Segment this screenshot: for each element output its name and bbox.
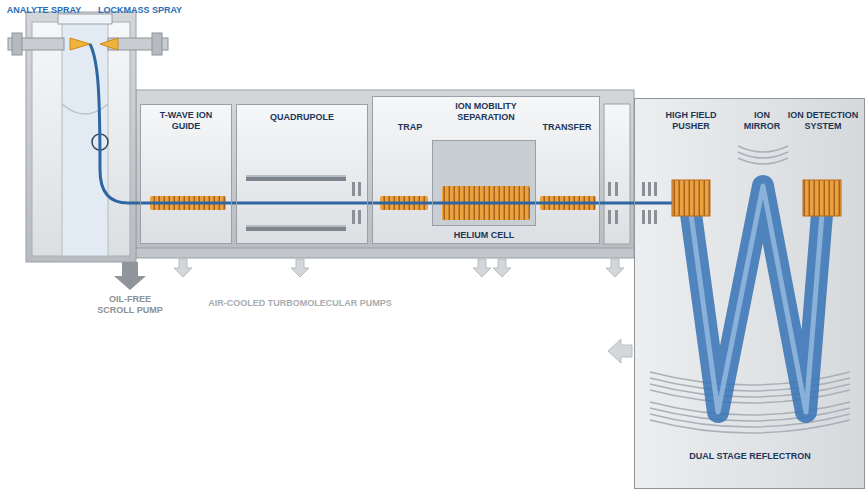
lens-plates <box>654 182 657 196</box>
inlet-label: ANALYTE SPRAY <box>1 5 87 16</box>
helium-cell-body <box>432 140 536 226</box>
pump-arrow <box>493 259 511 277</box>
vacuum-chamber <box>634 98 865 489</box>
spray-inlet <box>152 33 162 55</box>
ion-beam <box>90 44 672 203</box>
reflectron-grids <box>650 378 850 391</box>
quadrupole-rods <box>246 175 346 181</box>
lens-plates <box>648 182 651 196</box>
spray-inlet <box>100 38 118 50</box>
flight-path <box>691 186 822 412</box>
pump-label: OIL-FREE SCROLL PUMP <box>94 294 166 316</box>
pusher-detector-block <box>672 180 841 216</box>
reflectron-grids <box>650 414 850 427</box>
vacuum-chamber: T-WAVE ION GUIDE <box>140 104 232 244</box>
quadrupole-rods <box>246 175 346 177</box>
inlet-label: LOCKMASS SPRAY <box>92 5 188 16</box>
lens-plates <box>608 210 611 224</box>
vacuum-chamber: QUADRUPOLE <box>236 104 368 244</box>
ion-source <box>58 14 112 24</box>
lens-plates <box>642 210 645 224</box>
part-label: ION DETECTION SYSTEM <box>784 110 862 132</box>
part-label: ION MIRROR <box>739 110 785 132</box>
reflectron-grids <box>650 420 850 433</box>
spray-inlet <box>8 33 168 55</box>
spray-inlet <box>12 33 22 55</box>
pump-arrow <box>114 259 632 363</box>
pusher-detector-block <box>803 180 841 216</box>
lens-plates <box>648 210 651 224</box>
lens-plates <box>608 182 611 196</box>
pump-arrow <box>174 259 192 277</box>
ion-source <box>62 104 108 114</box>
pump-arrow <box>608 339 632 363</box>
pusher-detector-block <box>672 180 710 216</box>
part-label: QUADRUPOLE <box>247 112 357 123</box>
ion-beam <box>90 44 672 203</box>
quadrupole-rods <box>246 225 346 231</box>
vacuum-chamber: HELIUM CELL TRAP ION MOBILITY SEPARATION TR… <box>372 96 600 244</box>
vacuum-housing <box>136 90 634 258</box>
flight-path <box>691 186 822 412</box>
pump-arrow <box>606 259 624 277</box>
ion-mirror-grids <box>738 152 788 158</box>
pump-label: AIR-COOLED TURBOMOLECULAR PUMPS <box>200 298 400 309</box>
lens-plates <box>358 210 361 224</box>
spray-inlet <box>70 38 90 50</box>
reflectron-grids <box>650 390 850 403</box>
lens-plates <box>352 210 355 224</box>
quadrupole-rods <box>246 225 346 227</box>
ion-source <box>32 22 130 256</box>
vacuum-chamber <box>604 104 630 244</box>
part-label: HELIUM CELL <box>434 230 534 241</box>
part-label: TRANSFER <box>537 122 597 133</box>
ion-mirror-grids <box>738 158 788 164</box>
lens-plates <box>642 182 645 196</box>
reflectron-grids <box>650 402 850 415</box>
helium-cell-body <box>432 140 536 226</box>
reflectron-grids <box>650 384 850 397</box>
part-label: TRAP <box>385 122 435 133</box>
part-label: DUAL STAGE REFLECTRON <box>650 451 850 462</box>
part-label: T-WAVE ION GUIDE <box>158 110 214 132</box>
ion-mirror-grids <box>738 146 788 152</box>
part-label: HIGH FIELD PUSHER <box>661 110 721 132</box>
pump-arrow <box>114 262 146 290</box>
lens-plates <box>358 182 361 196</box>
part-label: ION MOBILITY SEPARATION <box>449 101 523 123</box>
ion-mirror-grids <box>738 146 788 164</box>
vacuum-chamber <box>372 96 600 244</box>
flight-path <box>691 186 822 412</box>
tof-chamber: HIGH FIELD PUSHER ION MIRRORION DETECTION… <box>634 98 865 489</box>
lens-plates <box>654 210 657 224</box>
vacuum-chamber <box>140 96 865 489</box>
vacuum-chamber <box>236 104 368 244</box>
lens-plates <box>352 182 355 196</box>
pump-arrow <box>291 259 309 277</box>
vacuum-chamber <box>140 104 232 244</box>
lens-plates <box>615 210 618 224</box>
reflectron-grids <box>650 372 850 433</box>
vacuum-housing <box>136 90 634 256</box>
reflectron-grids <box>650 408 850 421</box>
pump-arrow <box>473 259 491 277</box>
helium-cell: HELIUM CELL <box>432 140 536 226</box>
vacuum-housing <box>136 248 634 258</box>
lens-plates <box>615 182 618 196</box>
